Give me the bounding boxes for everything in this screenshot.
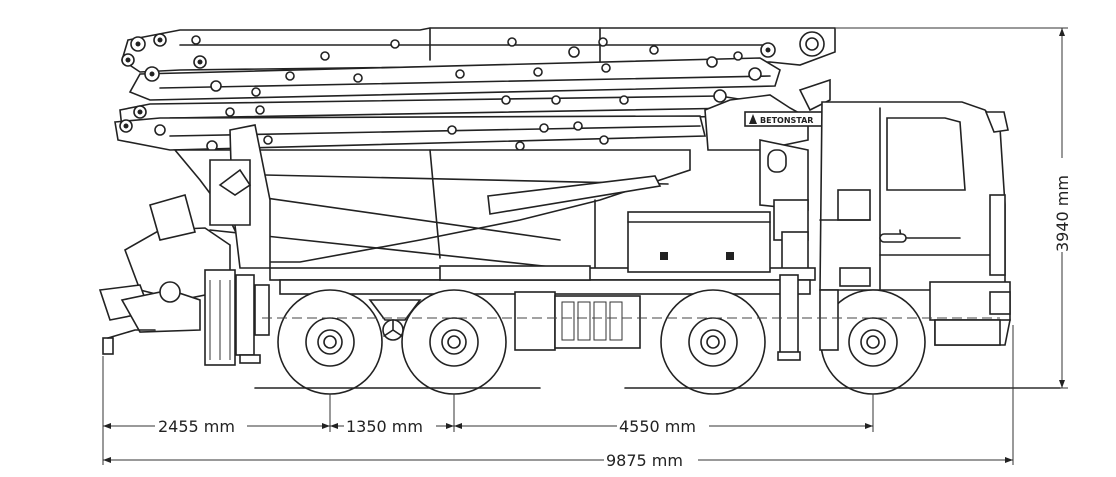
chassis	[269, 211, 816, 351]
dim-rear-axle-spacing-label: 1350 mm	[346, 417, 423, 436]
boom-pins	[119, 31, 825, 152]
brand-label: BETONSTAR	[760, 116, 813, 125]
wheel-rear-1	[277, 289, 383, 395]
drum-body	[173, 124, 691, 271]
dim-wheelbase-label: 4550 mm	[619, 417, 696, 436]
truck-cab	[819, 101, 1011, 346]
dim-rear-overhang-label: 2455 mm	[158, 417, 235, 436]
wheel-rear-2	[401, 289, 507, 395]
rear-hopper	[98, 194, 270, 366]
boom-assembly: BETONSTAR	[114, 27, 836, 273]
dim-total-height-label: 3940 mm	[1053, 175, 1072, 252]
dim-total-length-label: 9875 mm	[606, 451, 683, 470]
dimension-labels: 2455 mm 1350 mm 4550 mm 9875 mm 3940 mm	[155, 158, 1072, 470]
wheel-front-1	[660, 289, 766, 395]
wheels	[277, 274, 926, 395]
dimension-lines	[102, 27, 1068, 465]
